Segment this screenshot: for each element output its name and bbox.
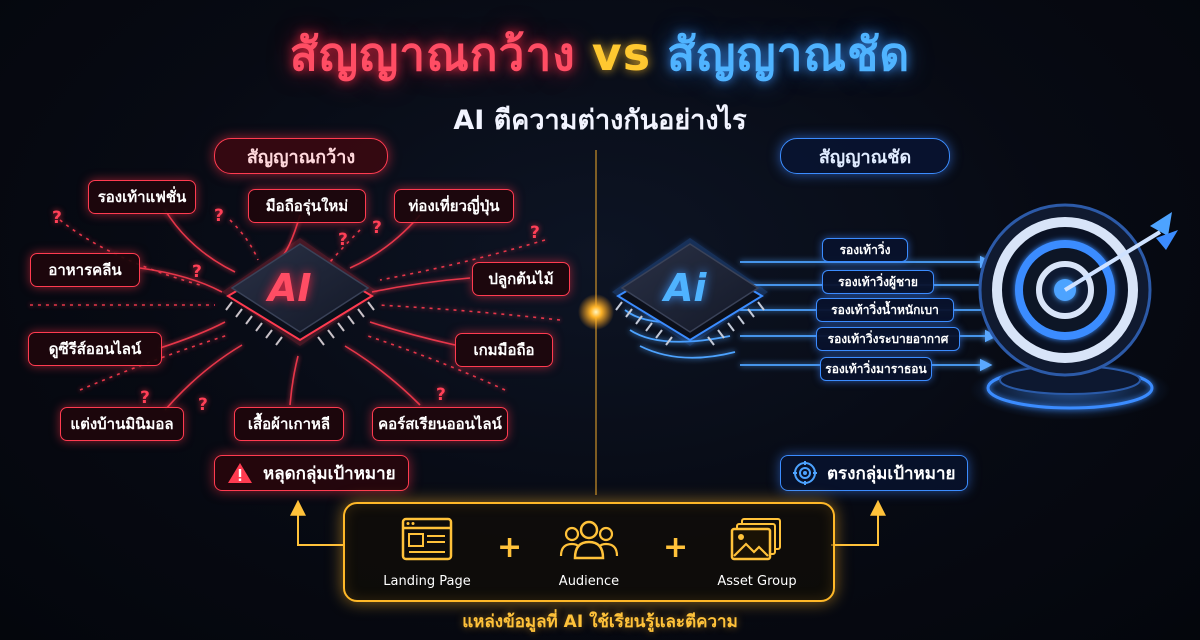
source-asset-group: Asset Group	[697, 516, 817, 589]
question-mark: ?	[372, 218, 382, 238]
on-target-label: ตรงกลุ่มเป้าหมาย	[827, 463, 956, 484]
warning-icon	[228, 463, 252, 483]
source-label: Audience	[558, 574, 620, 589]
off-target-label: หลุดกลุ่มเป้าหมาย	[263, 463, 396, 484]
broad-tag: ปลูกต้นไม้	[472, 262, 570, 296]
clear-tag: รองเท้าวิ่งน้ำหนักเบา	[816, 298, 954, 322]
clear-tag: รองเท้าวิ่งผู้ชาย	[822, 270, 934, 294]
sources-caption: แหล่งข้อมูลที่ AI ใช้เรียนรู้และตีความ	[462, 612, 738, 632]
broad-tag: ดูซีรีส์ออนไลน์	[28, 332, 162, 366]
broad-tag: มือถือรุ่นใหม่	[248, 189, 366, 223]
question-mark: ?	[436, 385, 446, 405]
clear-tag: รองเท้าวิ่ง	[822, 238, 908, 262]
question-mark: ?	[338, 230, 348, 250]
question-mark: ?	[198, 395, 208, 415]
plus-sign: +	[497, 530, 523, 565]
question-mark: ?	[52, 208, 62, 228]
broad-tag: คอร์สเรียนออนไลน์	[372, 407, 508, 441]
broad-tag: อาหารคลีน	[30, 253, 140, 287]
clear-tag: รองเท้าวิ่งระบายอากาศ	[816, 327, 960, 351]
clear-signal-heading: สัญญาณชัด	[780, 138, 950, 174]
broad-tag: รองเท้าแฟชั่น	[88, 180, 196, 214]
connector-left	[290, 499, 343, 546]
source-landing-page: Landing Page	[367, 516, 487, 589]
blue-chip-label: Ai	[664, 266, 707, 310]
broad-tag: ท่องเที่ยวญี่ปุ่น	[394, 189, 514, 223]
red-signal-lines	[30, 209, 561, 411]
question-mark: ?	[214, 206, 224, 226]
title-broad: สัญญาณกว้าง	[289, 27, 576, 81]
landing-page-icon	[401, 517, 453, 561]
source-label: Asset Group	[717, 574, 797, 589]
target-board	[970, 203, 1178, 420]
question-mark: ?	[192, 262, 202, 282]
data-sources-box: Landing Page + Audience + Asset Group	[343, 502, 835, 602]
subtitle: AI ตีความต่างกันอย่างไร	[453, 105, 747, 136]
target-icon	[793, 461, 817, 485]
broad-tag: เกมมือถือ	[455, 333, 553, 367]
source-label: Landing Page	[383, 574, 471, 589]
broad-signal-heading: สัญญาณกว้าง	[214, 138, 388, 174]
audience-icon	[559, 520, 619, 560]
on-target-status: ตรงกลุ่มเป้าหมาย	[780, 455, 969, 491]
question-mark: ?	[530, 223, 540, 243]
asset-group-icon	[730, 518, 781, 561]
blue-ai-chip	[612, 238, 768, 346]
off-target-status: หลุดกลุ่มเป้าหมาย	[214, 455, 409, 491]
red-chip-label: AI	[268, 266, 312, 310]
connector-right	[831, 499, 886, 546]
center-glow	[578, 294, 614, 330]
clear-tag: รองเท้าวิ่งมาราธอน	[820, 357, 932, 381]
source-audience: Audience	[529, 516, 649, 589]
main-title: สัญญาณกว้าง vs สัญญาณชัด	[0, 18, 1200, 91]
red-ai-chip	[222, 238, 378, 346]
title-vs: vs	[591, 27, 652, 81]
question-mark: ?	[140, 388, 150, 408]
broad-tag: เสื้อผ้าเกาหลี	[234, 407, 344, 441]
broad-tag: แต่งบ้านมินิมอล	[60, 407, 184, 441]
title-clear: สัญญาณชัด	[667, 27, 911, 81]
plus-sign: +	[663, 530, 689, 565]
